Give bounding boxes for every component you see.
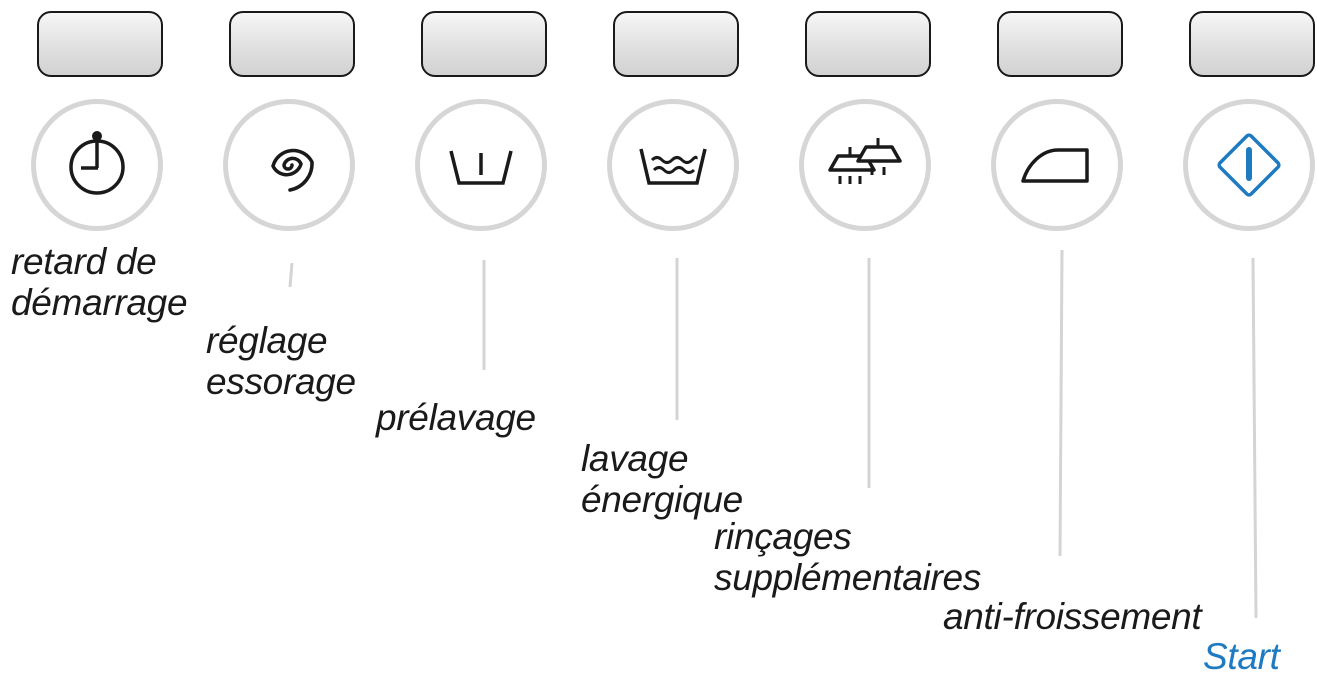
leader-spin-setting — [288, 262, 294, 288]
start-ring — [1183, 99, 1315, 231]
timer-icon — [69, 131, 125, 195]
leader-anti-crease — [1058, 249, 1064, 557]
extra-rinse-label: rinçages supplémentaires — [714, 516, 981, 598]
anti-crease-button[interactable] — [997, 11, 1123, 77]
start-label: Start — [1203, 636, 1280, 677]
prewash-button[interactable] — [421, 11, 547, 77]
leader-start — [1251, 257, 1258, 619]
prewash-ring — [415, 99, 547, 231]
delay-start-label: retard de démarrage — [11, 241, 188, 323]
prewash-label: prélavage — [376, 397, 536, 438]
intensive-wash-ring — [607, 99, 739, 231]
start-power-icon — [1217, 133, 1281, 197]
delay-start-ring — [31, 99, 163, 231]
spiral-icon — [271, 148, 314, 192]
prewash-tub-icon — [449, 150, 513, 185]
extra-rinse-icon — [828, 138, 902, 184]
anti-crease-ring — [991, 99, 1123, 231]
spin-setting-ring — [223, 99, 355, 231]
start-button[interactable] — [1189, 11, 1315, 77]
anti-crease-label: anti-froissement — [943, 596, 1202, 637]
intensive-wash-button[interactable] — [613, 11, 739, 77]
spin-setting-button[interactable] — [229, 11, 355, 77]
intensive-wash-label: lavage énergique — [581, 438, 743, 520]
extra-rinse-button[interactable] — [805, 11, 931, 77]
wash-tub-waves-icon — [639, 148, 707, 185]
spin-setting-label: réglage essorage — [206, 320, 356, 402]
extra-rinse-ring — [799, 99, 931, 231]
delay-start-button[interactable] — [37, 11, 163, 77]
iron-icon — [1021, 148, 1089, 183]
